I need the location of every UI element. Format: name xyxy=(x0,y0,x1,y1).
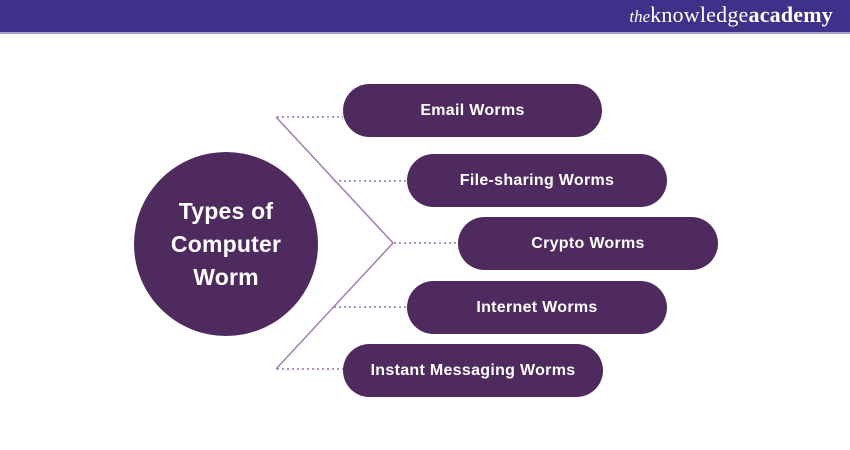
node-label: Internet Worms xyxy=(476,298,598,316)
node-crypto-worms: Crypto Worms xyxy=(458,217,718,270)
node-email-worms: Email Worms xyxy=(343,84,602,137)
brand-logo: theknowledgeacademy xyxy=(629,4,833,28)
brand-logo-the: the xyxy=(629,7,651,26)
node-instant-messaging-worms: Instant Messaging Worms xyxy=(343,344,603,397)
brand-logo-knowledge: knowledge xyxy=(650,2,749,27)
node-internet-worms: Internet Worms xyxy=(407,281,667,334)
node-label: Email Worms xyxy=(420,101,525,119)
header-bar: theknowledgeacademy xyxy=(0,0,850,34)
brand-logo-academy: academy xyxy=(748,2,833,27)
node-label: Crypto Worms xyxy=(531,234,645,252)
center-node-label: Types of Computer Worm xyxy=(170,197,282,290)
node-file-sharing-worms: File-sharing Worms xyxy=(407,154,667,207)
node-label: File-sharing Worms xyxy=(459,171,615,189)
center-node-types-of-computer-worm: Types of Computer Worm xyxy=(134,152,318,336)
node-label: Instant Messaging Worms xyxy=(370,361,576,379)
